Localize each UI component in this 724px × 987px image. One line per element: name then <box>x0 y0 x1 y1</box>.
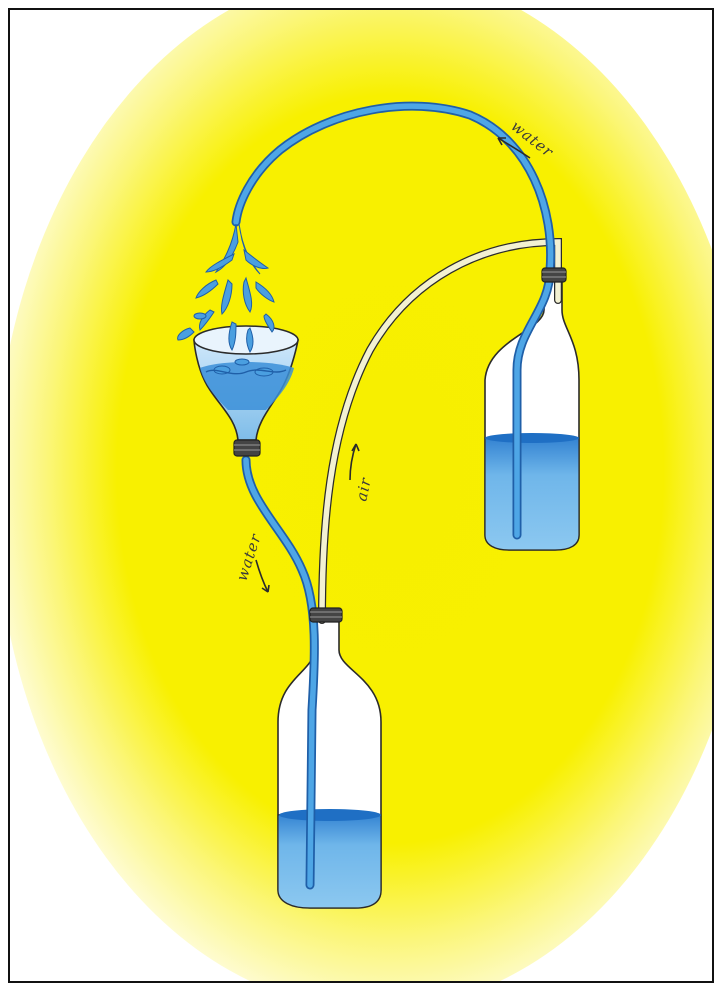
upper-bottle-cap <box>542 268 566 282</box>
heron-fountain-illustration: water air water <box>10 10 714 983</box>
illustration-frame: water air water <box>8 8 714 983</box>
lower-bottle-water <box>278 811 381 908</box>
upper-bottle-water <box>485 435 579 550</box>
lower-bottle-cap <box>310 608 342 622</box>
funnel-cap <box>234 440 260 456</box>
